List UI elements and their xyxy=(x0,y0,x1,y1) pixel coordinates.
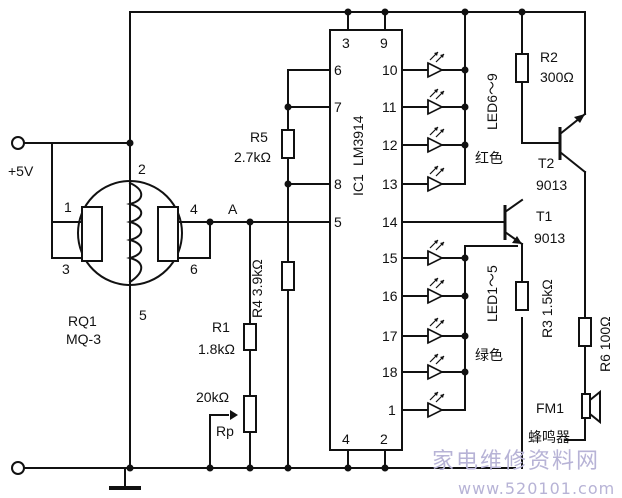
r5-value: 2.7kΩ xyxy=(234,149,271,165)
potentiometer-rp xyxy=(243,395,257,433)
node-a-label: A xyxy=(228,201,238,217)
ic-pin-6: 6 xyxy=(334,62,342,78)
ic-pin-14: 14 xyxy=(382,214,398,230)
buzzer-fm1 xyxy=(564,389,601,441)
resistor-r3 xyxy=(515,281,529,311)
led-3 xyxy=(427,317,445,344)
buzzer-name: 蜂鸣器 xyxy=(528,429,570,445)
ic-pin-16: 16 xyxy=(382,288,398,304)
sensor-pin-5: 5 xyxy=(139,307,147,323)
t1-ref: T1 xyxy=(536,208,553,224)
green-led-array xyxy=(401,239,466,418)
ic-pin-7: 7 xyxy=(334,99,342,115)
node-a-wiring xyxy=(209,69,331,469)
t2-model: 9013 xyxy=(536,177,567,193)
led-1 xyxy=(427,391,445,418)
sensor-pin-6: 6 xyxy=(190,261,198,277)
watermark-title: 家电维修资料网 xyxy=(432,449,600,474)
rp-wiper-arrow xyxy=(230,410,238,420)
r2-ref: R2 xyxy=(540,49,558,65)
led-9 xyxy=(427,51,445,78)
r4-label: R4 3.9kΩ xyxy=(249,259,265,318)
ground-terminal xyxy=(11,461,25,475)
t2-ref: T2 xyxy=(538,155,555,171)
ic-pin-18: 18 xyxy=(382,364,398,380)
sensor-pin-2: 2 xyxy=(138,161,146,177)
ic-pin-4: 4 xyxy=(342,431,350,447)
rp-ref: Rp xyxy=(216,423,234,439)
r3-label: R3 1.5kΩ xyxy=(539,279,555,338)
r2-value: 300Ω xyxy=(540,69,574,85)
r1-ref: R1 xyxy=(212,319,230,335)
ic-pin-9: 9 xyxy=(380,35,388,51)
gas-sensor-rq1 xyxy=(51,142,211,469)
r5-ref: R5 xyxy=(250,129,268,145)
r1-value: 1.8kΩ xyxy=(198,341,235,357)
resistor-r2 xyxy=(515,53,529,83)
sensor-ref: RQ1 xyxy=(68,313,97,329)
ic-pin-8: 8 xyxy=(334,176,342,192)
led-2 xyxy=(427,353,445,380)
sensor-model: MQ-3 xyxy=(66,331,101,347)
watermark-url: www.520101.com xyxy=(458,479,615,498)
supply-label: +5V xyxy=(8,163,34,179)
led-8 xyxy=(427,88,445,115)
green-color-label: 绿色 xyxy=(475,347,503,363)
ic-pin-15: 15 xyxy=(382,250,398,266)
sensor-pin-1: 1 xyxy=(64,199,72,215)
buzzer-ref: FM1 xyxy=(536,400,564,416)
sensor-pin-3: 3 xyxy=(62,261,70,277)
resistor-r1 xyxy=(243,323,257,351)
rp-value: 20kΩ xyxy=(196,389,229,405)
ic-model: LM3914 xyxy=(350,115,366,166)
ic-ref: IC1 xyxy=(350,174,366,196)
r6-label: R6 100Ω xyxy=(597,316,613,372)
red-led-array xyxy=(401,51,466,192)
supply-terminal xyxy=(11,136,25,150)
ic-pin-11: 11 xyxy=(382,99,397,115)
led-5 xyxy=(427,239,445,266)
transistor-t1 xyxy=(503,198,524,469)
ic-pin-5: 5 xyxy=(334,214,342,230)
led-6 xyxy=(427,165,445,192)
resistor-r4 xyxy=(281,261,295,291)
ic-pin-17: 17 xyxy=(382,328,398,344)
led-4 xyxy=(427,277,445,304)
resistor-r5 xyxy=(281,129,295,159)
ic-pin-10: 10 xyxy=(382,62,398,78)
ic-pin-12: 12 xyxy=(382,137,398,153)
led-7 xyxy=(427,126,445,153)
sensor-pin-4: 4 xyxy=(190,201,198,217)
transistor-t2 xyxy=(558,11,587,319)
t1-model: 9013 xyxy=(534,230,565,246)
ic-pin-13: 13 xyxy=(382,176,398,192)
ic-lm3914-body xyxy=(329,29,403,451)
green-led-label: LED1～5 xyxy=(484,265,500,322)
ic-pin-3: 3 xyxy=(342,35,350,51)
ic-pin-1: 1 xyxy=(388,402,396,418)
ic-pin-2: 2 xyxy=(380,431,388,447)
led-bus xyxy=(464,11,518,411)
red-color-label: 红色 xyxy=(475,150,503,166)
red-led-label: LED6～9 xyxy=(484,73,500,130)
resistor-r6 xyxy=(578,317,592,347)
